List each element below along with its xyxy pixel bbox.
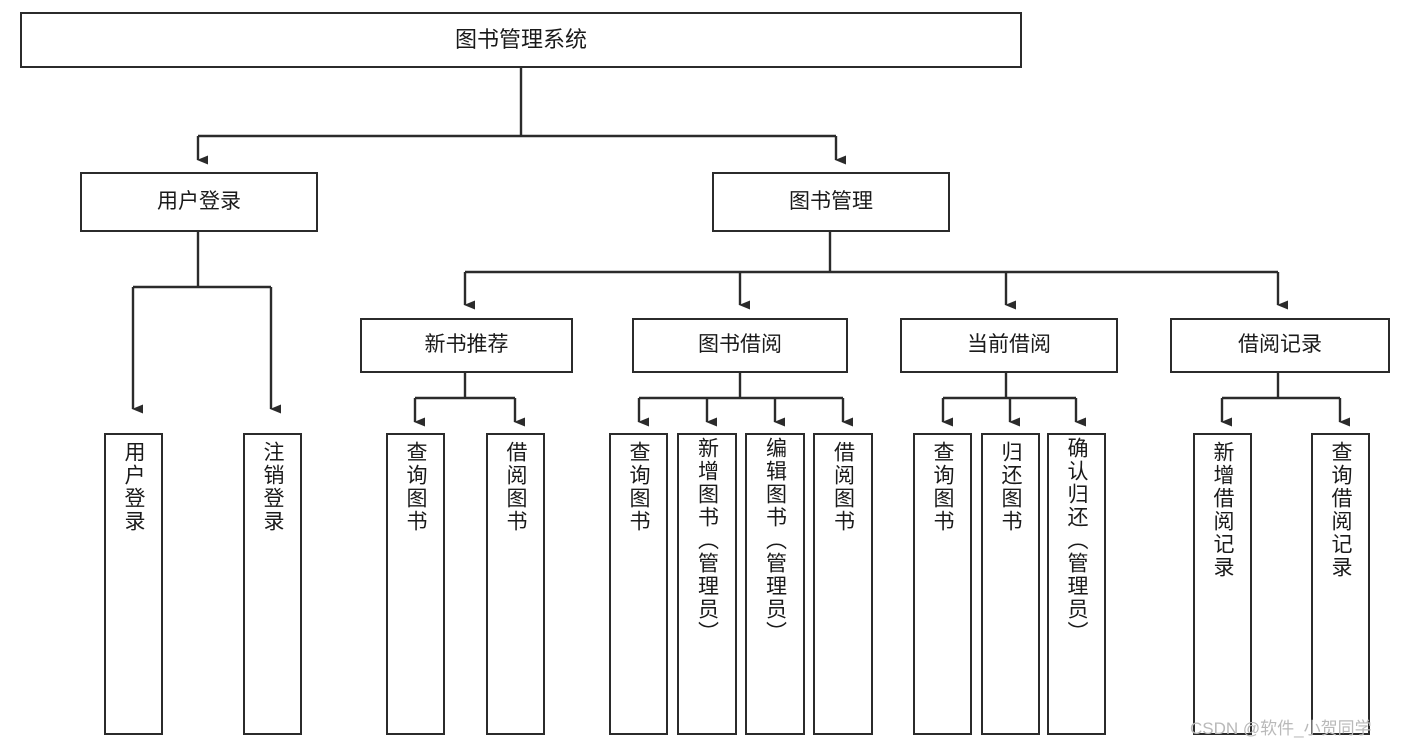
node-book-manage[interactable]: 图书管理 xyxy=(712,172,950,232)
node-leaf-borrow-book-1[interactable]: 借阅图书 xyxy=(486,433,545,735)
node-leaf-query-book-3[interactable]: 查询图书 xyxy=(913,433,972,735)
node-book-manage-label: 图书管理 xyxy=(789,189,873,213)
node-book-borrow-label: 图书借阅 xyxy=(698,333,782,357)
node-leaf-logout[interactable]: 注销登录 xyxy=(243,433,302,735)
csdn-watermark: CSDN @软件_小贺同学 xyxy=(1190,719,1372,738)
node-leaf-borrow-book-2[interactable]: 借阅图书 xyxy=(813,433,873,735)
node-leaf-query-book-1-label: 查询图书 xyxy=(404,441,427,533)
node-root-label: 图书管理系统 xyxy=(454,27,587,53)
node-leaf-query-record-label: 查询借阅记录 xyxy=(1329,441,1352,579)
node-leaf-add-record[interactable]: 新增借阅记录 xyxy=(1193,433,1252,735)
node-leaf-confirm-return[interactable]: 确认归还（管理员） xyxy=(1047,433,1106,735)
node-leaf-user-login[interactable]: 用户登录 xyxy=(104,433,163,735)
node-leaf-confirm-return-label: 确认归还（管理员） xyxy=(1065,437,1088,644)
node-leaf-edit-book-label: 编辑图书（管理员） xyxy=(763,437,787,644)
node-leaf-borrow-book-2-label: 借阅图书 xyxy=(831,441,855,533)
node-leaf-logout-label: 注销登录 xyxy=(261,441,284,533)
node-user-login[interactable]: 用户登录 xyxy=(80,172,318,232)
node-borrow-record-label: 借阅记录 xyxy=(1238,333,1322,357)
node-leaf-query-book-2-label: 查询图书 xyxy=(627,441,650,533)
node-leaf-return-book-label: 归还图书 xyxy=(999,441,1022,533)
node-user-login-label: 用户登录 xyxy=(157,189,241,213)
node-current-borrow-label: 当前借阅 xyxy=(967,333,1051,357)
node-leaf-query-book-2[interactable]: 查询图书 xyxy=(609,433,668,735)
node-root[interactable]: 图书管理系统 xyxy=(20,12,1022,68)
node-book-borrow[interactable]: 图书借阅 xyxy=(632,318,848,373)
node-leaf-query-record[interactable]: 查询借阅记录 xyxy=(1311,433,1370,735)
node-new-book-rec[interactable]: 新书推荐 xyxy=(360,318,573,373)
node-leaf-query-book-1[interactable]: 查询图书 xyxy=(386,433,445,735)
node-leaf-add-book[interactable]: 新增图书（管理员） xyxy=(677,433,737,735)
node-leaf-borrow-book-1-label: 借阅图书 xyxy=(504,441,527,533)
node-current-borrow[interactable]: 当前借阅 xyxy=(900,318,1118,373)
node-leaf-return-book[interactable]: 归还图书 xyxy=(981,433,1040,735)
node-leaf-edit-book[interactable]: 编辑图书（管理员） xyxy=(745,433,805,735)
node-borrow-record[interactable]: 借阅记录 xyxy=(1170,318,1390,373)
node-leaf-add-record-label: 新增借阅记录 xyxy=(1211,441,1234,579)
node-leaf-query-book-3-label: 查询图书 xyxy=(931,441,954,533)
node-leaf-add-book-label: 新增图书（管理员） xyxy=(695,437,719,644)
node-leaf-user-login-label: 用户登录 xyxy=(122,441,145,533)
node-new-book-rec-label: 新书推荐 xyxy=(424,333,509,357)
